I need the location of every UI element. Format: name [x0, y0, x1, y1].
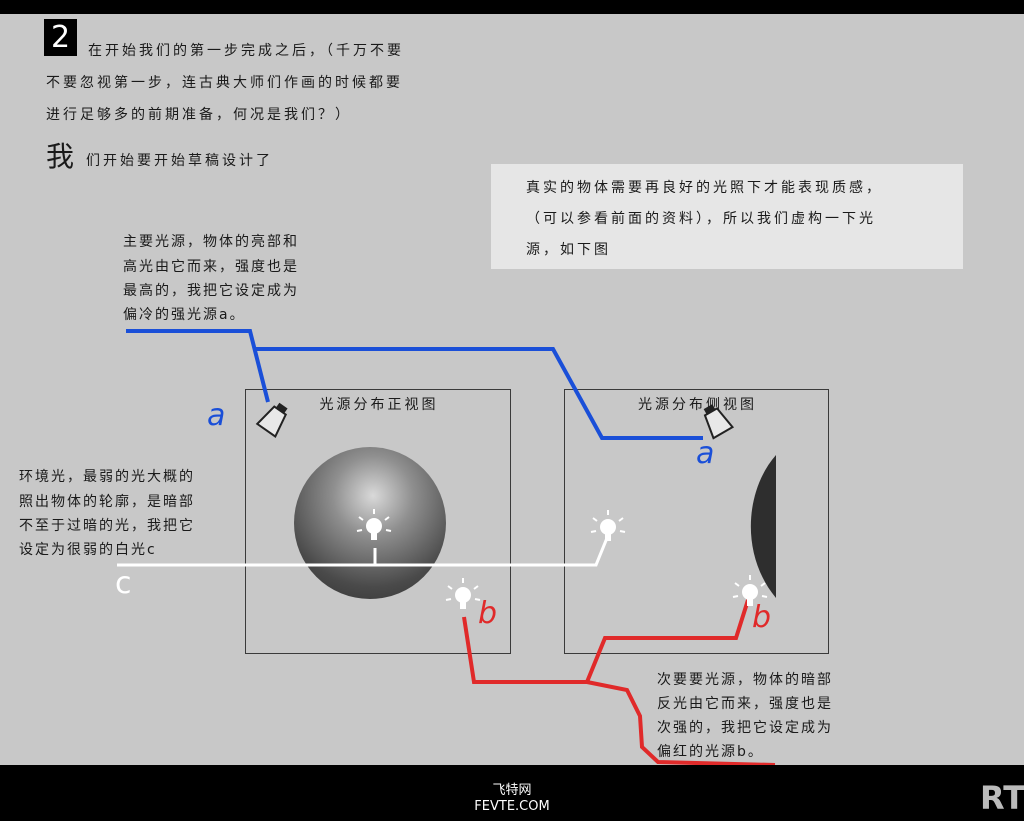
- main-light-line-3: 最高的，我把它设定成为: [123, 283, 299, 299]
- footer-bar: 飞特网 FEVTE.COM RT: [0, 765, 1024, 821]
- secondary-light-line-4: 偏红的光源b。: [657, 744, 764, 760]
- note-line-3: 源，如下图: [526, 242, 611, 258]
- ambient-light-line-1: 环境光，最弱的光大概的: [19, 469, 195, 485]
- side-view-panel: 光源分布侧视图: [564, 389, 829, 654]
- label-b-side: b: [752, 600, 772, 635]
- secondary-light-line-1: 次要要光源，物体的暗部: [657, 672, 833, 688]
- main-light-line-1: 主要光源，物体的亮部和: [123, 234, 299, 250]
- note-box: 真实的物体需要再良好的光照下才能表现质感， （可以参看前面的资料），所以我们虚构…: [491, 164, 963, 269]
- spotlight-icon-front: [255, 402, 288, 438]
- ambient-light-line: [117, 537, 609, 567]
- bulb-icon-front-center: [356, 509, 392, 540]
- corner-logo: RT: [980, 779, 1024, 817]
- bulb-icon-front-b: [445, 578, 481, 609]
- note-line-2: （可以参看前面的资料），所以我们虚构一下光: [526, 211, 876, 227]
- bulb-icon-side-c: [590, 510, 626, 541]
- secondary-light-line: [462, 599, 750, 684]
- top-bar: [0, 0, 1024, 14]
- main-light-line: [255, 347, 703, 440]
- front-view-panel: 光源分布正视图: [245, 389, 511, 654]
- footer-site-en: FEVTE.COM: [474, 799, 550, 814]
- footer-site-cn: 飞特网: [492, 783, 532, 798]
- intro-line-3: 进行足够多的前期准备，何况是我们？）: [46, 107, 352, 123]
- secondary-light-leader: [586, 680, 776, 767]
- main-light-line-2: 高光由它而来，强度也是: [123, 259, 299, 275]
- spotlight-icon-side: [703, 404, 735, 440]
- ambient-light-line-3: 不至于过暗的光，我把它: [19, 518, 195, 534]
- main-light-line-4: 偏冷的强光源a。: [123, 307, 246, 323]
- bulb-icon-side-b: [732, 575, 768, 606]
- sphere-side: [750, 455, 776, 598]
- label-c: c: [115, 566, 132, 601]
- main-light-leader: [126, 329, 270, 403]
- secondary-light-line-3: 次强的，我把它设定成为: [657, 720, 833, 736]
- label-b-front: b: [478, 596, 498, 631]
- label-a-side: a: [696, 436, 715, 471]
- note-line-1: 真实的物体需要再良好的光照下才能表现质感，: [526, 180, 883, 196]
- side-view-title: 光源分布侧视图: [638, 397, 757, 413]
- heading-big-char: 我: [46, 140, 75, 173]
- step-number-badge: 2: [44, 19, 77, 56]
- intro-line-2: 不要忽视第一步，连古典大师们作画的时候都要: [46, 75, 403, 91]
- intro-line-1: 在开始我们的第一步完成之后，（千万不要: [88, 43, 404, 59]
- ambient-light-line-4: 设定为很弱的白光c: [19, 542, 157, 558]
- heading-text: 们开始要开始草稿设计了: [86, 153, 273, 169]
- ambient-light-line-2: 照出物体的轮廓，是暗部: [19, 494, 195, 510]
- label-a-front: a: [207, 398, 226, 433]
- front-view-title: 光源分布正视图: [319, 397, 439, 413]
- secondary-light-line-2: 反光由它而来，强度也是: [657, 696, 833, 712]
